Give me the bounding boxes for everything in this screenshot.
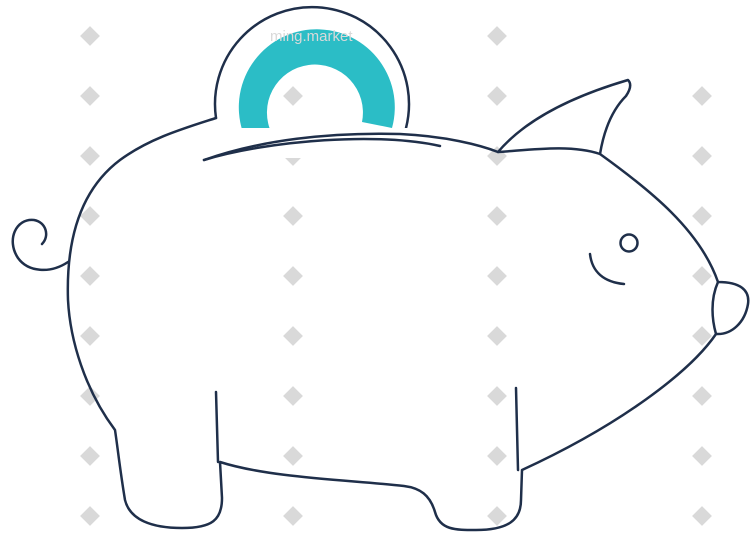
watermark-diamond [692, 206, 712, 226]
watermark-diamond [80, 326, 100, 346]
pig-smile [588, 252, 626, 286]
watermark-diamond [283, 506, 303, 526]
pig-body-outline [66, 78, 750, 532]
watermark-diamond [692, 266, 712, 286]
coin-slot-mask [200, 128, 430, 158]
watermark-diamond [487, 266, 507, 286]
watermark-diamond [487, 326, 507, 346]
watermark-pattern [80, 26, 712, 526]
watermark-diamond [80, 86, 100, 106]
coin-ring [238, 29, 395, 141]
watermark-diamond [692, 146, 712, 166]
watermark-diamond [692, 386, 712, 406]
watermark-text: ming.market [270, 28, 353, 45]
coin-slot-line [202, 137, 442, 162]
watermark-diamond [487, 86, 507, 106]
watermark-diamond [283, 266, 303, 286]
watermark-diamond [692, 86, 712, 106]
watermark-diamond [283, 86, 303, 106]
watermark-diamond [487, 26, 507, 46]
watermark-diamond [692, 506, 712, 526]
back-leg-line [214, 390, 220, 464]
watermark-diamond [692, 326, 712, 346]
watermark-diamond [487, 446, 507, 466]
watermark-diamond [283, 206, 303, 226]
pig-tail [11, 218, 70, 271]
watermark-diamond [80, 146, 100, 166]
watermark-diamond [80, 446, 100, 466]
pig-ear [496, 147, 602, 156]
watermark-diamond [80, 206, 100, 226]
watermark-diamond [80, 386, 100, 406]
watermark-diamond [283, 386, 303, 406]
watermark-diamond [692, 446, 712, 466]
watermark-diamond [80, 506, 100, 526]
pig-eye [619, 233, 639, 253]
front-leg-line [514, 386, 520, 472]
watermark-diamond [80, 26, 100, 46]
watermark-diamond [80, 266, 100, 286]
watermark-diamond [487, 386, 507, 406]
coin-outline [213, 5, 411, 130]
watermark-diamond [283, 446, 303, 466]
watermark-diamond [487, 206, 507, 226]
watermark-diamond [283, 326, 303, 346]
snout-line [711, 280, 720, 336]
watermark-diamond [487, 506, 507, 526]
